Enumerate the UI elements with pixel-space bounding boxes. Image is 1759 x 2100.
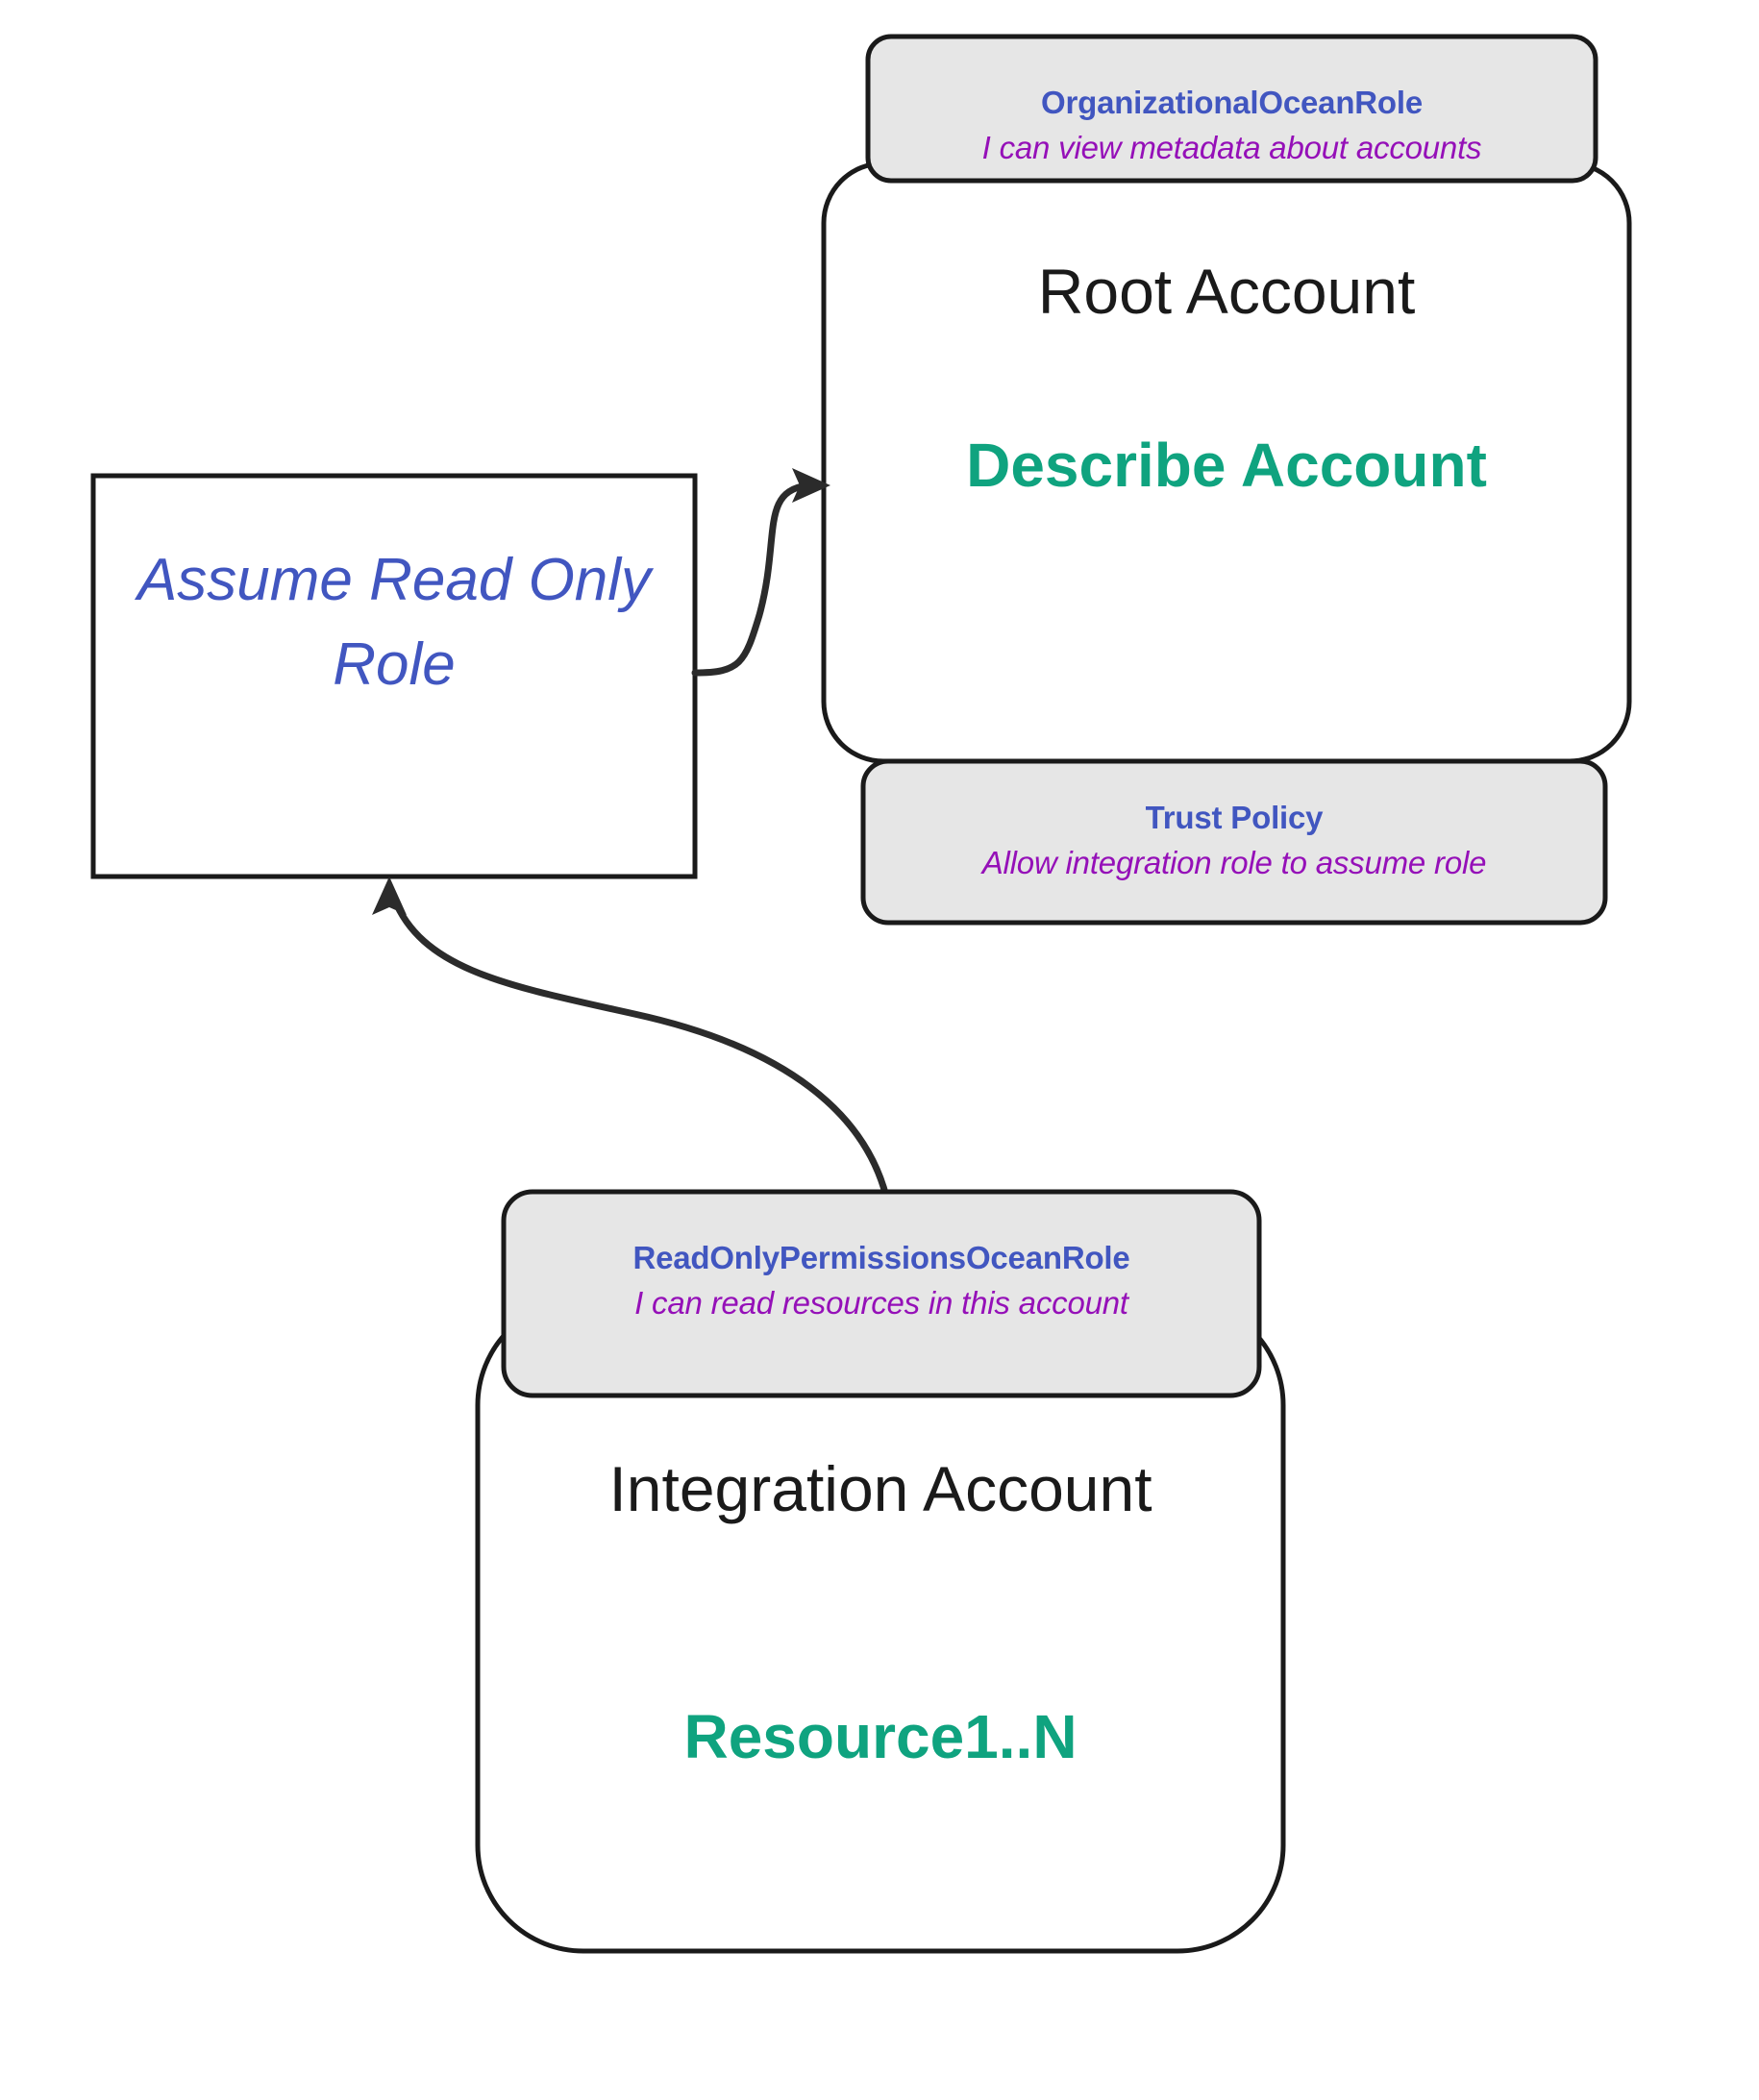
- edge-integration-to-assume: [390, 895, 890, 1200]
- organizational-role-label-title: OrganizationalOceanRole: [1041, 85, 1423, 120]
- assume-role-node-shape[interactable]: [90, 473, 698, 879]
- organizational-role-label-box[interactable]: [865, 34, 1598, 184]
- edge-assume-to-root: [691, 482, 811, 677]
- integration-account-title: Integration Account: [608, 1453, 1152, 1524]
- trust-policy-label-title: Trust Policy: [1145, 800, 1324, 835]
- readonly-permissions-label-box[interactable]: [501, 1189, 1262, 1398]
- readonly-permissions-label-title: ReadOnlyPermissionsOceanRole: [632, 1240, 1130, 1275]
- root-account-action-label: Describe Account: [966, 431, 1487, 500]
- assume-role-node-label: Assume Read Only Role: [136, 547, 652, 699]
- trust-policy-label-box[interactable]: [860, 758, 1608, 926]
- edge-assume-to-root-arrowhead: [792, 468, 830, 503]
- edge-integration-to-assume-arrowhead: [372, 877, 407, 915]
- root-account-title: Root Account: [1037, 256, 1416, 327]
- organizational-role-label-description: I can view metadata about accounts: [981, 130, 1482, 165]
- readonly-permissions-label-description: I can read resources in this account: [634, 1285, 1128, 1321]
- trust-policy-label-description: Allow integration role to assume role: [981, 845, 1487, 880]
- integration-account-resource-label: Resource1..N: [683, 1702, 1078, 1771]
